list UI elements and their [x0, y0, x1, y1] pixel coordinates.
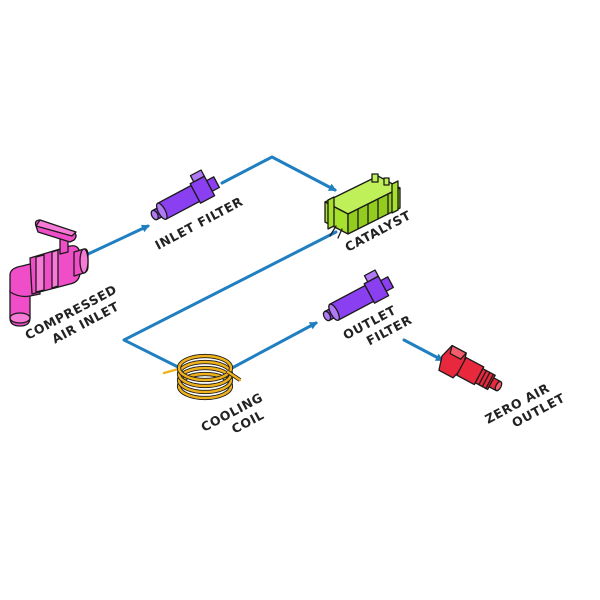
- cooling-coil-icon: [162, 353, 242, 401]
- flow-catalyst-to-cooling-coil: [122, 230, 338, 369]
- flow-cooling-coil-to-outlet-filter: [230, 321, 318, 370]
- compressed-air-inlet-icon: [9, 219, 89, 327]
- outlet-filter-icon: [322, 269, 395, 322]
- flow-outlet-filter-to-zero-air-outlet: [402, 338, 444, 362]
- zero-air-outlet-icon: [438, 344, 503, 392]
- flow-inlet-to-inlet-filter: [84, 224, 150, 257]
- catalyst-icon: [324, 173, 401, 239]
- flow-inlet-filter-to-catalyst: [220, 155, 337, 192]
- flow-lines: [84, 155, 444, 370]
- inlet-filter-icon: [150, 169, 221, 221]
